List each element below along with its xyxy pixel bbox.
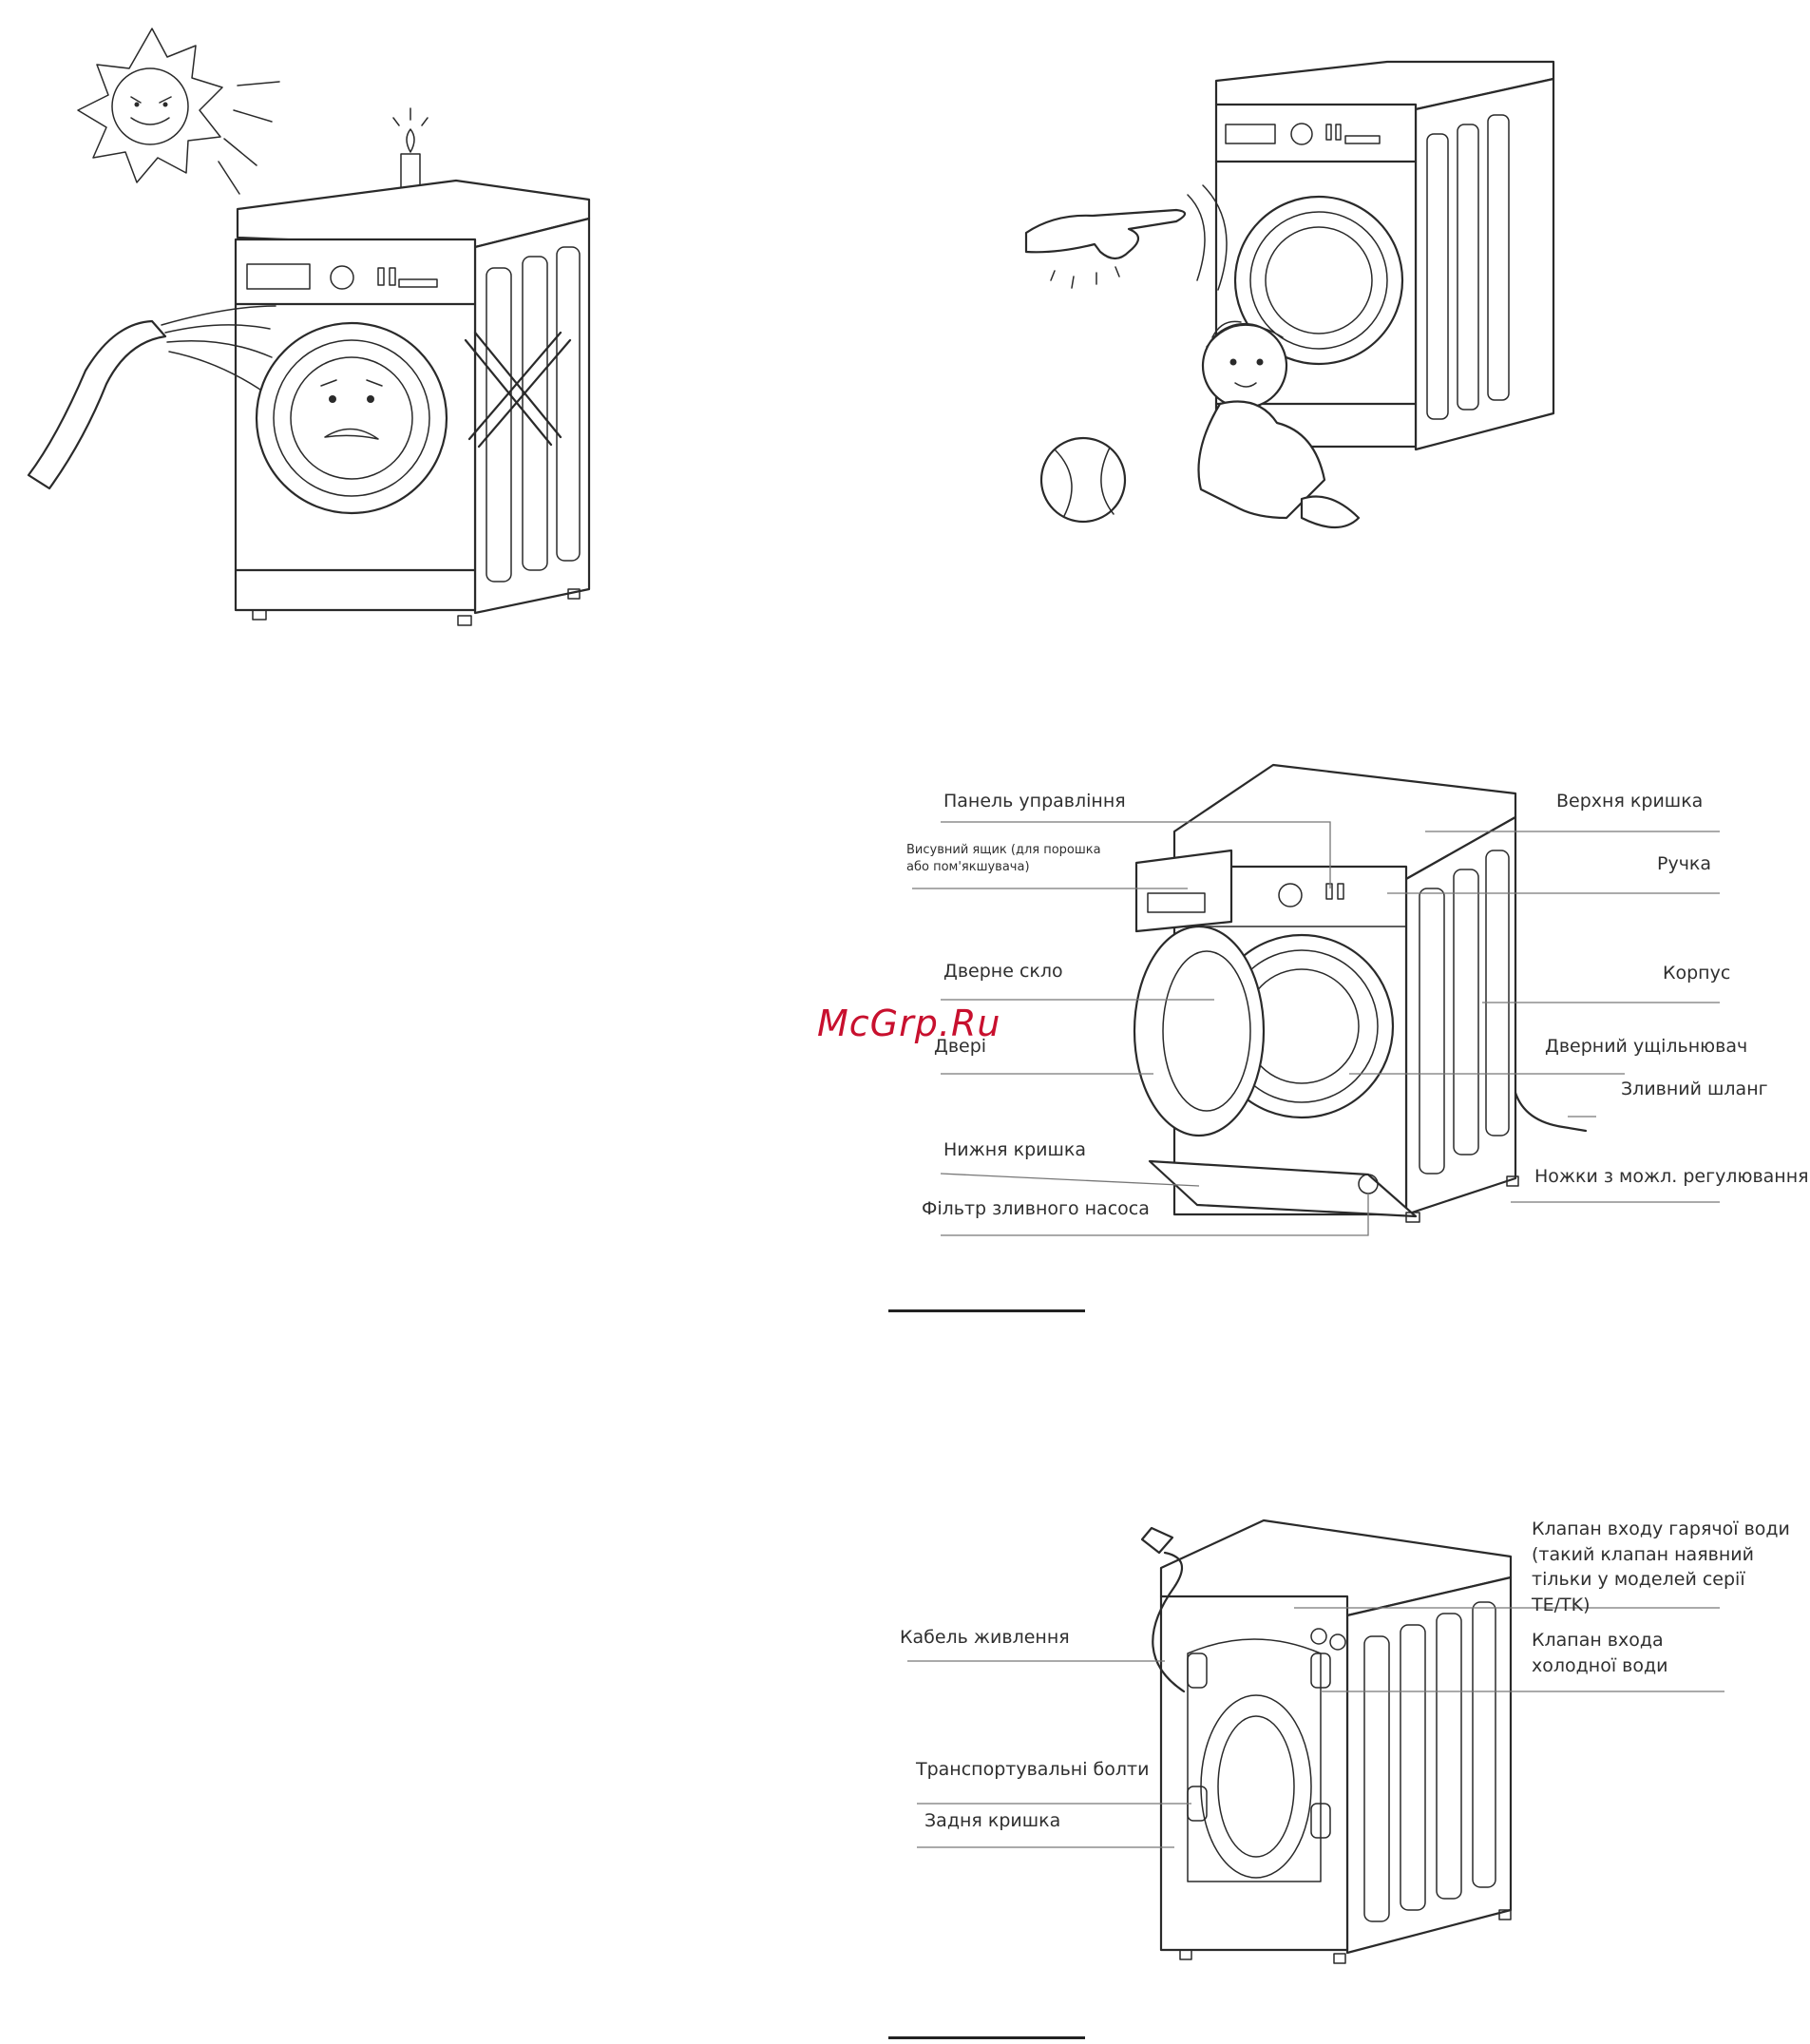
label-door: Двері (934, 1036, 987, 1057)
hand-icon (1024, 184, 1228, 291)
label-drain-hose: Зливний шланг (1621, 1079, 1768, 1099)
label-power-cable: Кабель живлення (900, 1627, 1070, 1648)
label-adjustable-feet: Ножки з можл. регулювання (1534, 1166, 1809, 1187)
divider-rule (888, 2036, 1085, 2039)
warning-illustration-heat-water (27, 28, 591, 626)
label-door-seal: Дверний ущільнювач (1545, 1036, 1748, 1057)
label-cold-valve: Клапан входа холодної води (1532, 1630, 1668, 1676)
label-handle: Ручка (1657, 853, 1712, 874)
watermark: McGrp.Ru (817, 1003, 1001, 1044)
label-pump-filter: Фільтр зливного насоса (922, 1198, 1150, 1219)
label-transport-bolts: Транспортувальні болти (916, 1759, 1150, 1780)
label-bottom-cover: Нижня кришка (943, 1139, 1087, 1160)
label-control-panel: Панель управління (943, 791, 1126, 812)
label-door-glass: Дверне скло (943, 961, 1063, 982)
hose-spray-icon (27, 305, 276, 490)
child-icon (1197, 320, 1361, 528)
prohibited-cross-icon (464, 331, 572, 449)
label-hot-valve: Клапан входу гарячої води (такий клапан … (1532, 1519, 1790, 1615)
label-body: Корпус (1663, 963, 1731, 984)
ball-icon (1039, 436, 1127, 524)
divider-rule (888, 1309, 1085, 1312)
label-rear-cover: Задня кришка (924, 1810, 1061, 1831)
label-drawer: Висувний ящик (для порошка або пом'якшув… (906, 843, 1101, 874)
sun-icon (77, 28, 280, 195)
label-top-cover: Верхня кришка (1556, 791, 1704, 812)
warning-illustration-child (1024, 60, 1555, 528)
front-view-diagram (912, 763, 1720, 1236)
